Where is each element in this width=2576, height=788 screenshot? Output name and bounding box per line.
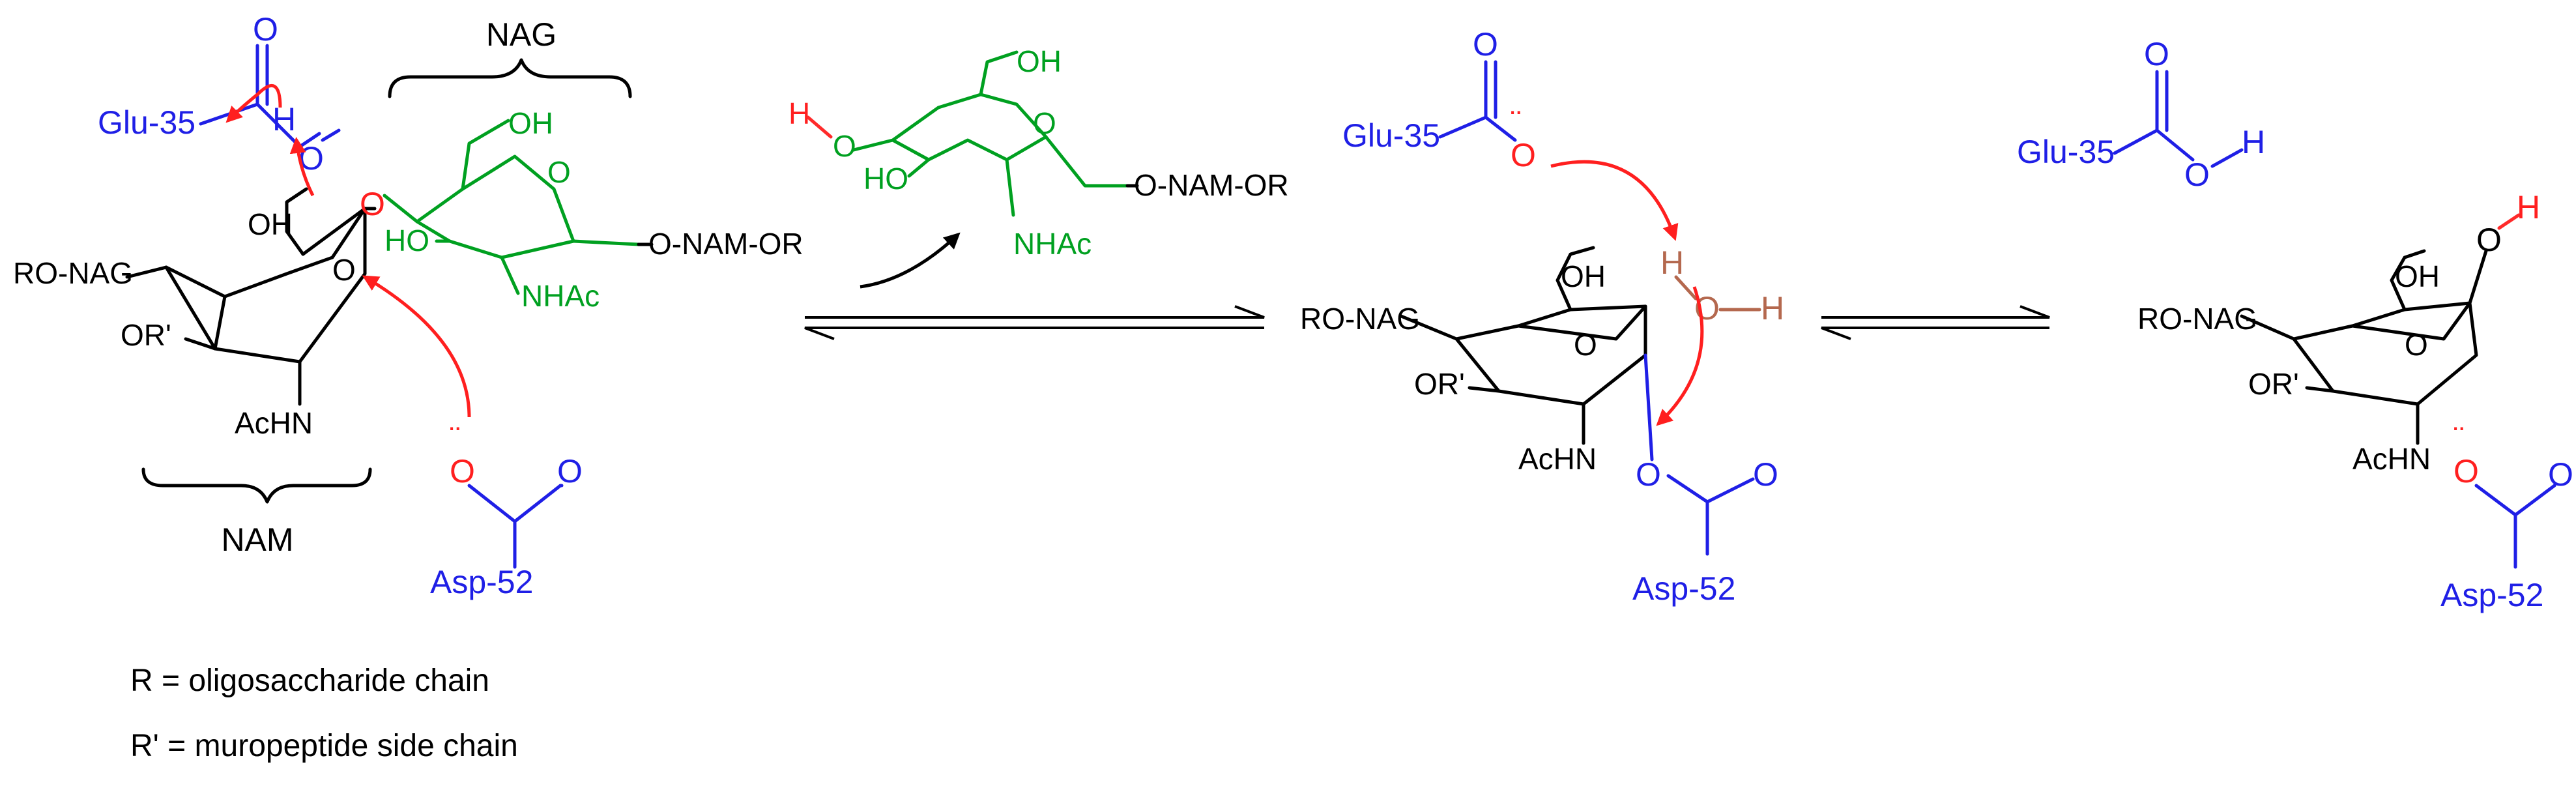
- arrow-asp52-attack: [362, 275, 471, 418]
- panel2-ro-nag: RO-NAG: [1300, 302, 1420, 336]
- equilibrium-arrow-1: [804, 305, 1265, 340]
- leaving-ho: HO: [863, 162, 908, 196]
- asp52-lone-pair-3: ¨: [2453, 420, 2465, 457]
- glu35-base-o-2: O: [1511, 137, 1536, 173]
- arrow-glu35-to-water-h: [1550, 160, 1679, 241]
- legend-r: R = oligosaccharide chain: [130, 664, 489, 698]
- nag-label: NAG: [486, 16, 557, 53]
- asp52-label: Asp-52: [430, 564, 533, 600]
- glu35-carbonyl-o-2: O: [1473, 26, 1498, 63]
- nag-ring-o: O: [547, 155, 571, 189]
- glu35-label-3: Glu-35: [2017, 134, 2115, 170]
- nag-ho: HO: [384, 224, 429, 257]
- asp52-carbonyl-o-3: O: [2548, 456, 2573, 493]
- glu35-acid-h: H: [272, 101, 296, 138]
- leaving-oh: OH: [1017, 44, 1062, 78]
- arrow-leaving-group: [860, 232, 961, 289]
- legend-r-prime: R' = muropeptide side chain: [130, 729, 518, 763]
- panel3-or-prime: OR': [2248, 367, 2299, 401]
- leaving-nag-alcohol: H O OH O HO NHAc O-NAM-OR: [789, 44, 1289, 261]
- nam-or-prime: OR': [121, 318, 171, 352]
- asp52-label-2: Asp-52: [1632, 570, 1735, 607]
- panel2-oh: OH: [1561, 259, 1606, 293]
- panel3-anomeric-o: O: [2476, 222, 2502, 258]
- panel3-achn: AcHN: [2352, 442, 2431, 476]
- nam-label: NAM: [221, 521, 293, 558]
- nam-sugar: OH O RO-NAG OR' AcHN: [13, 187, 377, 440]
- panel-substrate-complex: NAG Glu-35 O O H OH O RO-NAG OR' AcHN: [13, 11, 803, 600]
- arrow-water-attack: [1656, 286, 1704, 426]
- panel3-anomeric-h: H: [2517, 189, 2540, 226]
- glu35-label-2: Glu-35: [1342, 117, 1440, 154]
- panel2-ring-o: O: [1574, 328, 1597, 362]
- panel3-ring-o: O: [2405, 328, 2428, 362]
- glu35-lone-pair-2: ¨: [1511, 104, 1522, 141]
- asp52-carboxylate-o-3: O: [2453, 453, 2479, 489]
- leaving-h: H: [789, 96, 810, 130]
- panel2-achn: AcHN: [1518, 442, 1597, 476]
- panel-product: Glu-35 O O H OH O RO-NAG OR' AcHN O H ¨ …: [2017, 36, 2573, 613]
- nam-bracket: [141, 467, 372, 504]
- nam-ro-nag: RO-NAG: [13, 256, 133, 290]
- panel2-or-prime: OR': [1414, 367, 1465, 401]
- panel3-oh: OH: [2395, 259, 2440, 293]
- glu35-carbonyl-o: O: [253, 11, 278, 48]
- asp52-carbonyl-o: O: [557, 453, 583, 489]
- panel3-ro-nag: RO-NAG: [2137, 302, 2257, 336]
- nag-oh: OH: [508, 106, 553, 140]
- glu35-carbonyl-o-3: O: [2144, 36, 2169, 72]
- glu35-label: Glu-35: [98, 104, 195, 141]
- water-h2: H: [1761, 290, 1784, 327]
- asp52-nucleophile-o: O: [450, 453, 475, 489]
- leaving-nhac: NHAc: [1013, 227, 1092, 261]
- leaving-o-nam-or: O-NAM-OR: [1134, 168, 1289, 202]
- nam-oh: OH: [248, 207, 293, 241]
- asp52-label-3: Asp-52: [2440, 577, 2543, 613]
- panel-glycosyl-enzyme: Glu-35 O ¨ O H O H OH O RO-NAG OR' AcHN …: [1300, 26, 1784, 607]
- nam-ring-o: O: [332, 253, 356, 287]
- nag-bracket: [388, 58, 632, 98]
- asp52-ester-o: O: [1636, 456, 1661, 493]
- nag-sugar: OH O HO NHAc O-NAM-OR: [383, 106, 803, 313]
- nag-o-nam-or: O-NAM-OR: [648, 227, 803, 261]
- nag-nhac: NHAc: [521, 279, 600, 313]
- glu35-residue: Glu-35 O O H: [98, 11, 341, 177]
- asp52-lone-pair: ¨: [450, 420, 461, 457]
- arrow-o-to-h: [289, 137, 315, 197]
- leaving-o: O: [833, 129, 856, 163]
- glu35-acid-h-3: H: [2242, 124, 2265, 160]
- glu35-hydroxyl-o-3: O: [2184, 156, 2210, 193]
- asp52-ester-carbonyl-o: O: [1753, 456, 1778, 493]
- glycosidic-o: O: [360, 186, 385, 222]
- water-h1: H: [1660, 244, 1684, 281]
- asp52-residue: ¨ O O Asp-52: [430, 420, 583, 600]
- nam-achn: AcHN: [235, 406, 313, 440]
- leaving-ring-o: O: [1033, 106, 1056, 140]
- arrow-oh-to-carbonyl: [225, 83, 282, 123]
- water-molecule: H O H: [1660, 244, 1784, 327]
- equilibrium-arrow-2: [1821, 305, 2050, 340]
